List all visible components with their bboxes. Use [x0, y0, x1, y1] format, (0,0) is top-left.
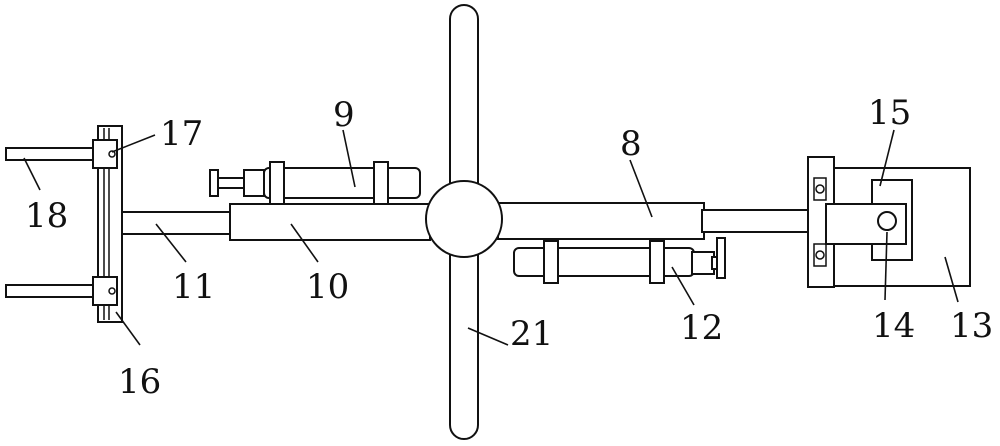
shaft-11 [122, 212, 232, 234]
wheel-21 [426, 5, 502, 439]
actuator-9 [210, 162, 420, 204]
label-17: 17 [160, 114, 203, 154]
label-14: 14 [872, 306, 915, 346]
label-10: 10 [306, 267, 349, 307]
leader-16 [116, 312, 140, 345]
label-11: 11 [172, 267, 215, 307]
clamp-17-upper [93, 140, 117, 168]
label-9: 9 [333, 95, 355, 135]
label-15: 15 [868, 93, 911, 133]
rod-18-upper [6, 148, 102, 160]
leader-18 [24, 158, 40, 190]
label-18: 18 [25, 196, 68, 236]
label-16: 16 [118, 362, 161, 402]
rod-18-lower [6, 285, 102, 297]
label-12: 12 [680, 308, 723, 348]
label-8: 8 [620, 124, 642, 164]
tube-8 [498, 203, 704, 239]
label-21: 21 [510, 314, 553, 354]
right-shaft [702, 210, 810, 232]
tube-10 [230, 204, 430, 240]
actuator-12 [514, 238, 725, 283]
pin-14 [878, 212, 896, 230]
label-13: 13 [950, 306, 993, 346]
clamp-17-lower [93, 277, 117, 305]
